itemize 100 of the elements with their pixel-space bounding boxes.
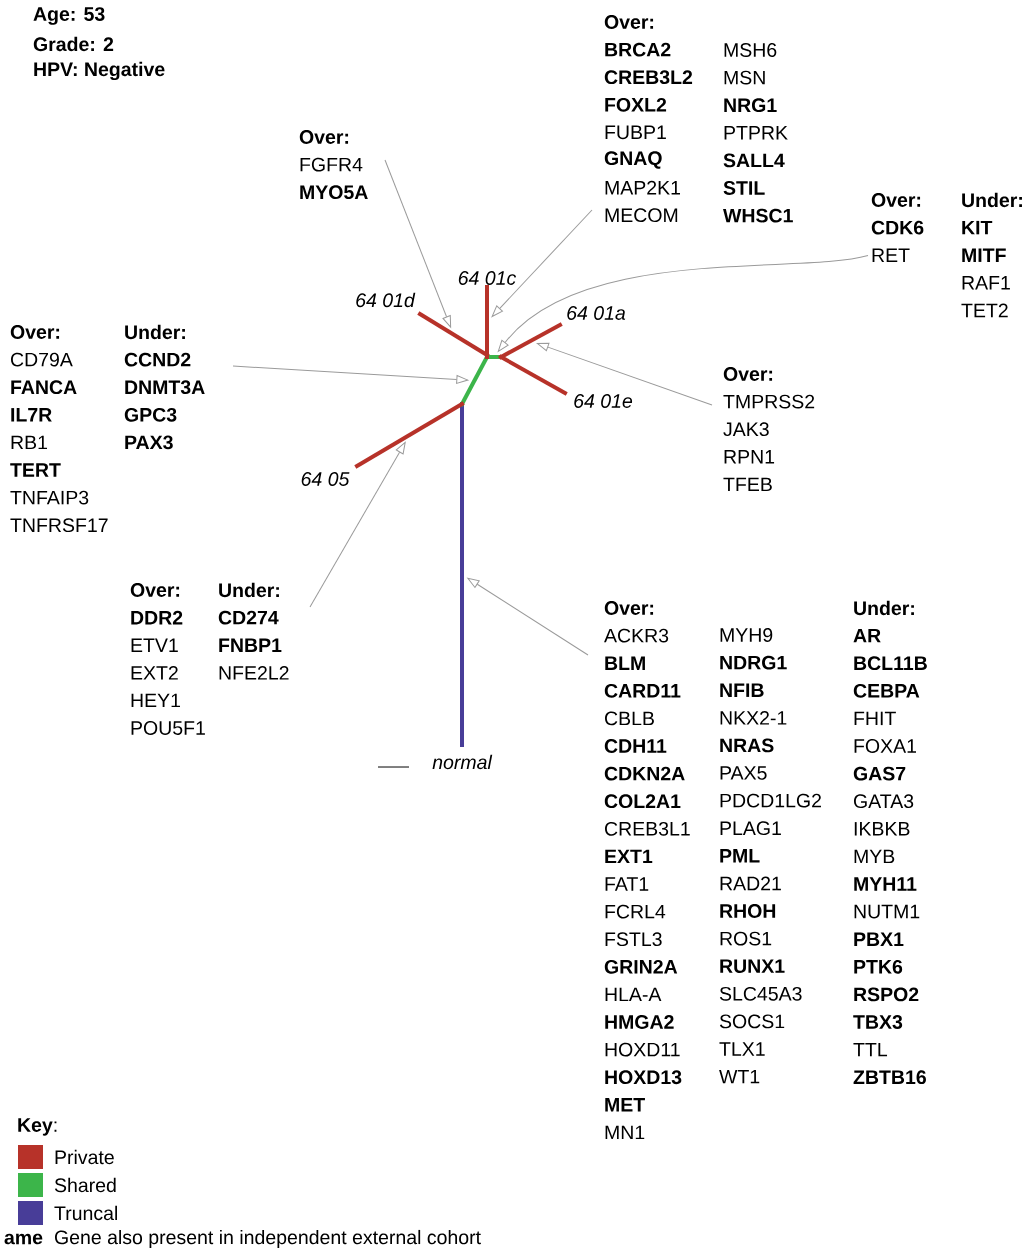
gene-name: TET2 <box>961 303 1008 318</box>
gene-name: BRCA2 <box>605 42 671 57</box>
leader-arrow <box>491 209 593 318</box>
gene-name: IL7R <box>11 408 52 422</box>
gene-name: CREB3L2 <box>604 70 693 85</box>
column-heading: Over: <box>299 130 349 144</box>
gene-name: ACKR3 <box>604 628 669 643</box>
gene-name: SOCS1 <box>719 1014 785 1029</box>
gene-name: MYO5A <box>300 185 368 200</box>
leader-arrow <box>384 159 452 328</box>
gene-name: SLC45A3 <box>719 986 802 1001</box>
gene-name: PML <box>720 849 760 863</box>
column-heading: Over: <box>871 193 921 207</box>
gene-name: NRAS <box>720 738 774 753</box>
gene-name: PLAG1 <box>720 821 781 836</box>
gene-name: RUNX1 <box>720 959 785 973</box>
gene-name: GNAQ <box>604 151 662 169</box>
gene-name: RSPO2 <box>854 987 919 1002</box>
gene-name: SALL4 <box>723 153 785 168</box>
gene-name: TLX1 <box>719 1042 765 1056</box>
branch-label: 64 01e <box>574 394 633 408</box>
gene-name: CDH11 <box>604 739 667 753</box>
patient-info: Age: 53 <box>33 7 105 25</box>
branch-label: 64 01d <box>356 292 416 308</box>
gene-name: FOXA1 <box>854 739 916 753</box>
gene-name: HOXD13 <box>605 1070 682 1085</box>
gene-name: MITF <box>962 248 1006 262</box>
gene-name: POU5F1 <box>131 721 205 735</box>
gene-name: FUBP1 <box>605 125 666 140</box>
gene-name: NRG1 <box>724 98 777 113</box>
branch-label: 64 01a <box>567 306 626 320</box>
gene-name: HOXD11 <box>605 1042 680 1057</box>
gene-name: CBLB <box>605 711 654 726</box>
sample-text: ame <box>4 1233 43 1245</box>
gene-name: ETV1 <box>131 638 178 652</box>
legend-title: Key: <box>18 1118 57 1136</box>
gene-name: PAX5 <box>720 766 767 780</box>
gene-name: DDR2 <box>131 610 183 625</box>
gene-name: MSH6 <box>724 43 777 57</box>
gene-name: GPC3 <box>124 407 177 422</box>
gene-name: ZBTB16 <box>853 1070 926 1085</box>
footnote-text: Gene also present in independent external cohort <box>55 1229 481 1249</box>
gene-name: HLA-A <box>605 987 662 1002</box>
column-heading: Under: <box>219 582 279 598</box>
gene-name: CDKN2A <box>604 766 685 781</box>
gene-name: FNBP1 <box>219 638 282 652</box>
branch-label: 64 05 <box>301 472 350 486</box>
gene-name: TTL <box>853 1042 888 1057</box>
gene-name: GAS7 <box>853 766 906 781</box>
branch-label: normal <box>432 754 493 770</box>
column-heading: Under: <box>125 324 185 340</box>
gene-name: CREB3L1 <box>605 821 690 836</box>
gene-name: RAD21 <box>720 876 781 891</box>
gene-name: MAP2K1 <box>605 180 680 195</box>
patient-info: HPV: Negative <box>34 61 165 81</box>
gene-name: STIL <box>723 181 765 195</box>
gene-name: BCL11B <box>854 656 927 671</box>
gene-name: RPN1 <box>724 450 775 464</box>
gene-name: PDCD1LG2 <box>720 793 821 808</box>
gene-name: CARD11 <box>604 683 681 698</box>
gene-name: ROS1 <box>720 931 772 946</box>
gene-name: NUTM1 <box>854 904 920 919</box>
legend-label: Private <box>55 1149 114 1165</box>
gene-name: HMGA2 <box>605 1015 674 1029</box>
gene-name: MSN <box>724 70 765 85</box>
gene-name: NDRG1 <box>720 655 787 670</box>
gene-name: MET <box>605 1098 645 1112</box>
gene-name: CCND2 <box>124 352 191 367</box>
gene-name: RAF1 <box>962 276 1010 290</box>
gene-name: HEY1 <box>131 693 180 708</box>
column-heading: Under: <box>854 600 914 616</box>
gene-name: RET <box>872 248 910 262</box>
gene-name: PBX1 <box>854 932 904 946</box>
gene-name: TNFAIP3 <box>10 490 89 505</box>
legend-label: Shared <box>54 1177 116 1193</box>
column-heading: Over: <box>604 15 654 29</box>
gene-name: MECOM <box>605 208 678 223</box>
gene-name: CD79A <box>11 352 73 367</box>
gene-name: FHIT <box>854 711 896 726</box>
gene-name: GRIN2A <box>604 959 678 974</box>
gene-name: CEBPA <box>853 683 920 698</box>
gene-name: FAT1 <box>605 877 649 891</box>
column-heading: Over: <box>10 325 60 339</box>
leader-arrow <box>232 365 469 384</box>
gene-name: GATA3 <box>854 794 914 809</box>
gene-name: MN1 <box>605 1125 645 1140</box>
branch-label: 64 01c <box>458 271 517 285</box>
gene-name: FGFR4 <box>300 157 363 172</box>
gene-name: WT1 <box>719 1069 760 1084</box>
gene-name: FOXL2 <box>605 97 667 112</box>
gene-name: WHSC1 <box>723 208 793 223</box>
gene-name: CDK6 <box>871 220 924 235</box>
gene-name: MYB <box>854 849 895 864</box>
column-heading: Over: <box>723 367 773 381</box>
gene-name: PTPRK <box>724 126 788 140</box>
leader-arrow <box>497 255 869 352</box>
gene-name: TMPRSS2 <box>723 394 815 409</box>
gene-name: NFIB <box>720 683 764 697</box>
column-heading: Over: <box>130 583 180 597</box>
gene-name: COL2A1 <box>604 794 681 809</box>
